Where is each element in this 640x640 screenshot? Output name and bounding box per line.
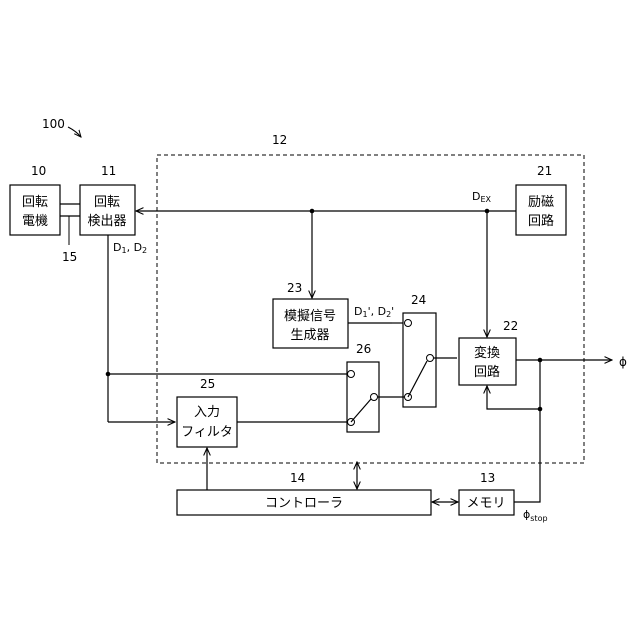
figure-label-pointer [68, 127, 81, 137]
converter-label-line1: 変換 [474, 345, 500, 361]
converter-ref: 22 [503, 319, 518, 333]
motor-label-line2: 電機 [22, 214, 48, 229]
excitation-label-line2: 回路 [528, 213, 554, 229]
memory-ref: 13 [480, 471, 495, 485]
figure-label: 100 [42, 117, 65, 131]
signal-d1p-d2p-label: D1', D2' [354, 305, 394, 319]
controller-label: コントローラ [265, 496, 343, 511]
memory-label: メモリ [466, 496, 505, 511]
signal-dex-label: DEX [472, 190, 492, 204]
detector-label-line1: 回転 [94, 195, 120, 210]
connector-15-ref: 15 [62, 250, 77, 264]
motor-ref: 10 [31, 164, 46, 178]
simulator-label-line2: 生成器 [290, 328, 329, 343]
simulator-ref: 23 [287, 281, 302, 295]
switch26-ref: 26 [356, 342, 371, 356]
simulator-label-line1: 模擬信号 [284, 308, 336, 324]
excitation-ref: 21 [537, 164, 552, 178]
excitation-label-line1: 励磁 [528, 195, 554, 210]
switch26-out [371, 394, 378, 401]
controller-ref: 14 [290, 471, 305, 485]
signal-d1-d2-label: D1, D2 [113, 241, 147, 255]
switch24-ref: 24 [411, 293, 426, 307]
filter-label-line1: 入力 [194, 405, 220, 420]
switch24-out [427, 355, 434, 362]
switch26-in-top [348, 371, 355, 378]
phi-to-memory-line [514, 360, 540, 502]
detector-label-line2: 検出器 [87, 214, 126, 229]
region-12-ref: 12 [272, 133, 287, 147]
signal-phistop-label: ϕstop [523, 508, 548, 523]
filter-label-line2: フィルタ [181, 425, 233, 440]
signal-phi-label: ϕ [619, 355, 627, 369]
filter-ref: 25 [200, 377, 215, 391]
converter-label-line2: 回路 [474, 364, 500, 380]
motor-label-line1: 回転 [22, 195, 48, 210]
detector-ref: 11 [101, 164, 116, 178]
feedback-to-converter-line [487, 386, 540, 409]
switch24-in-top [405, 320, 412, 327]
